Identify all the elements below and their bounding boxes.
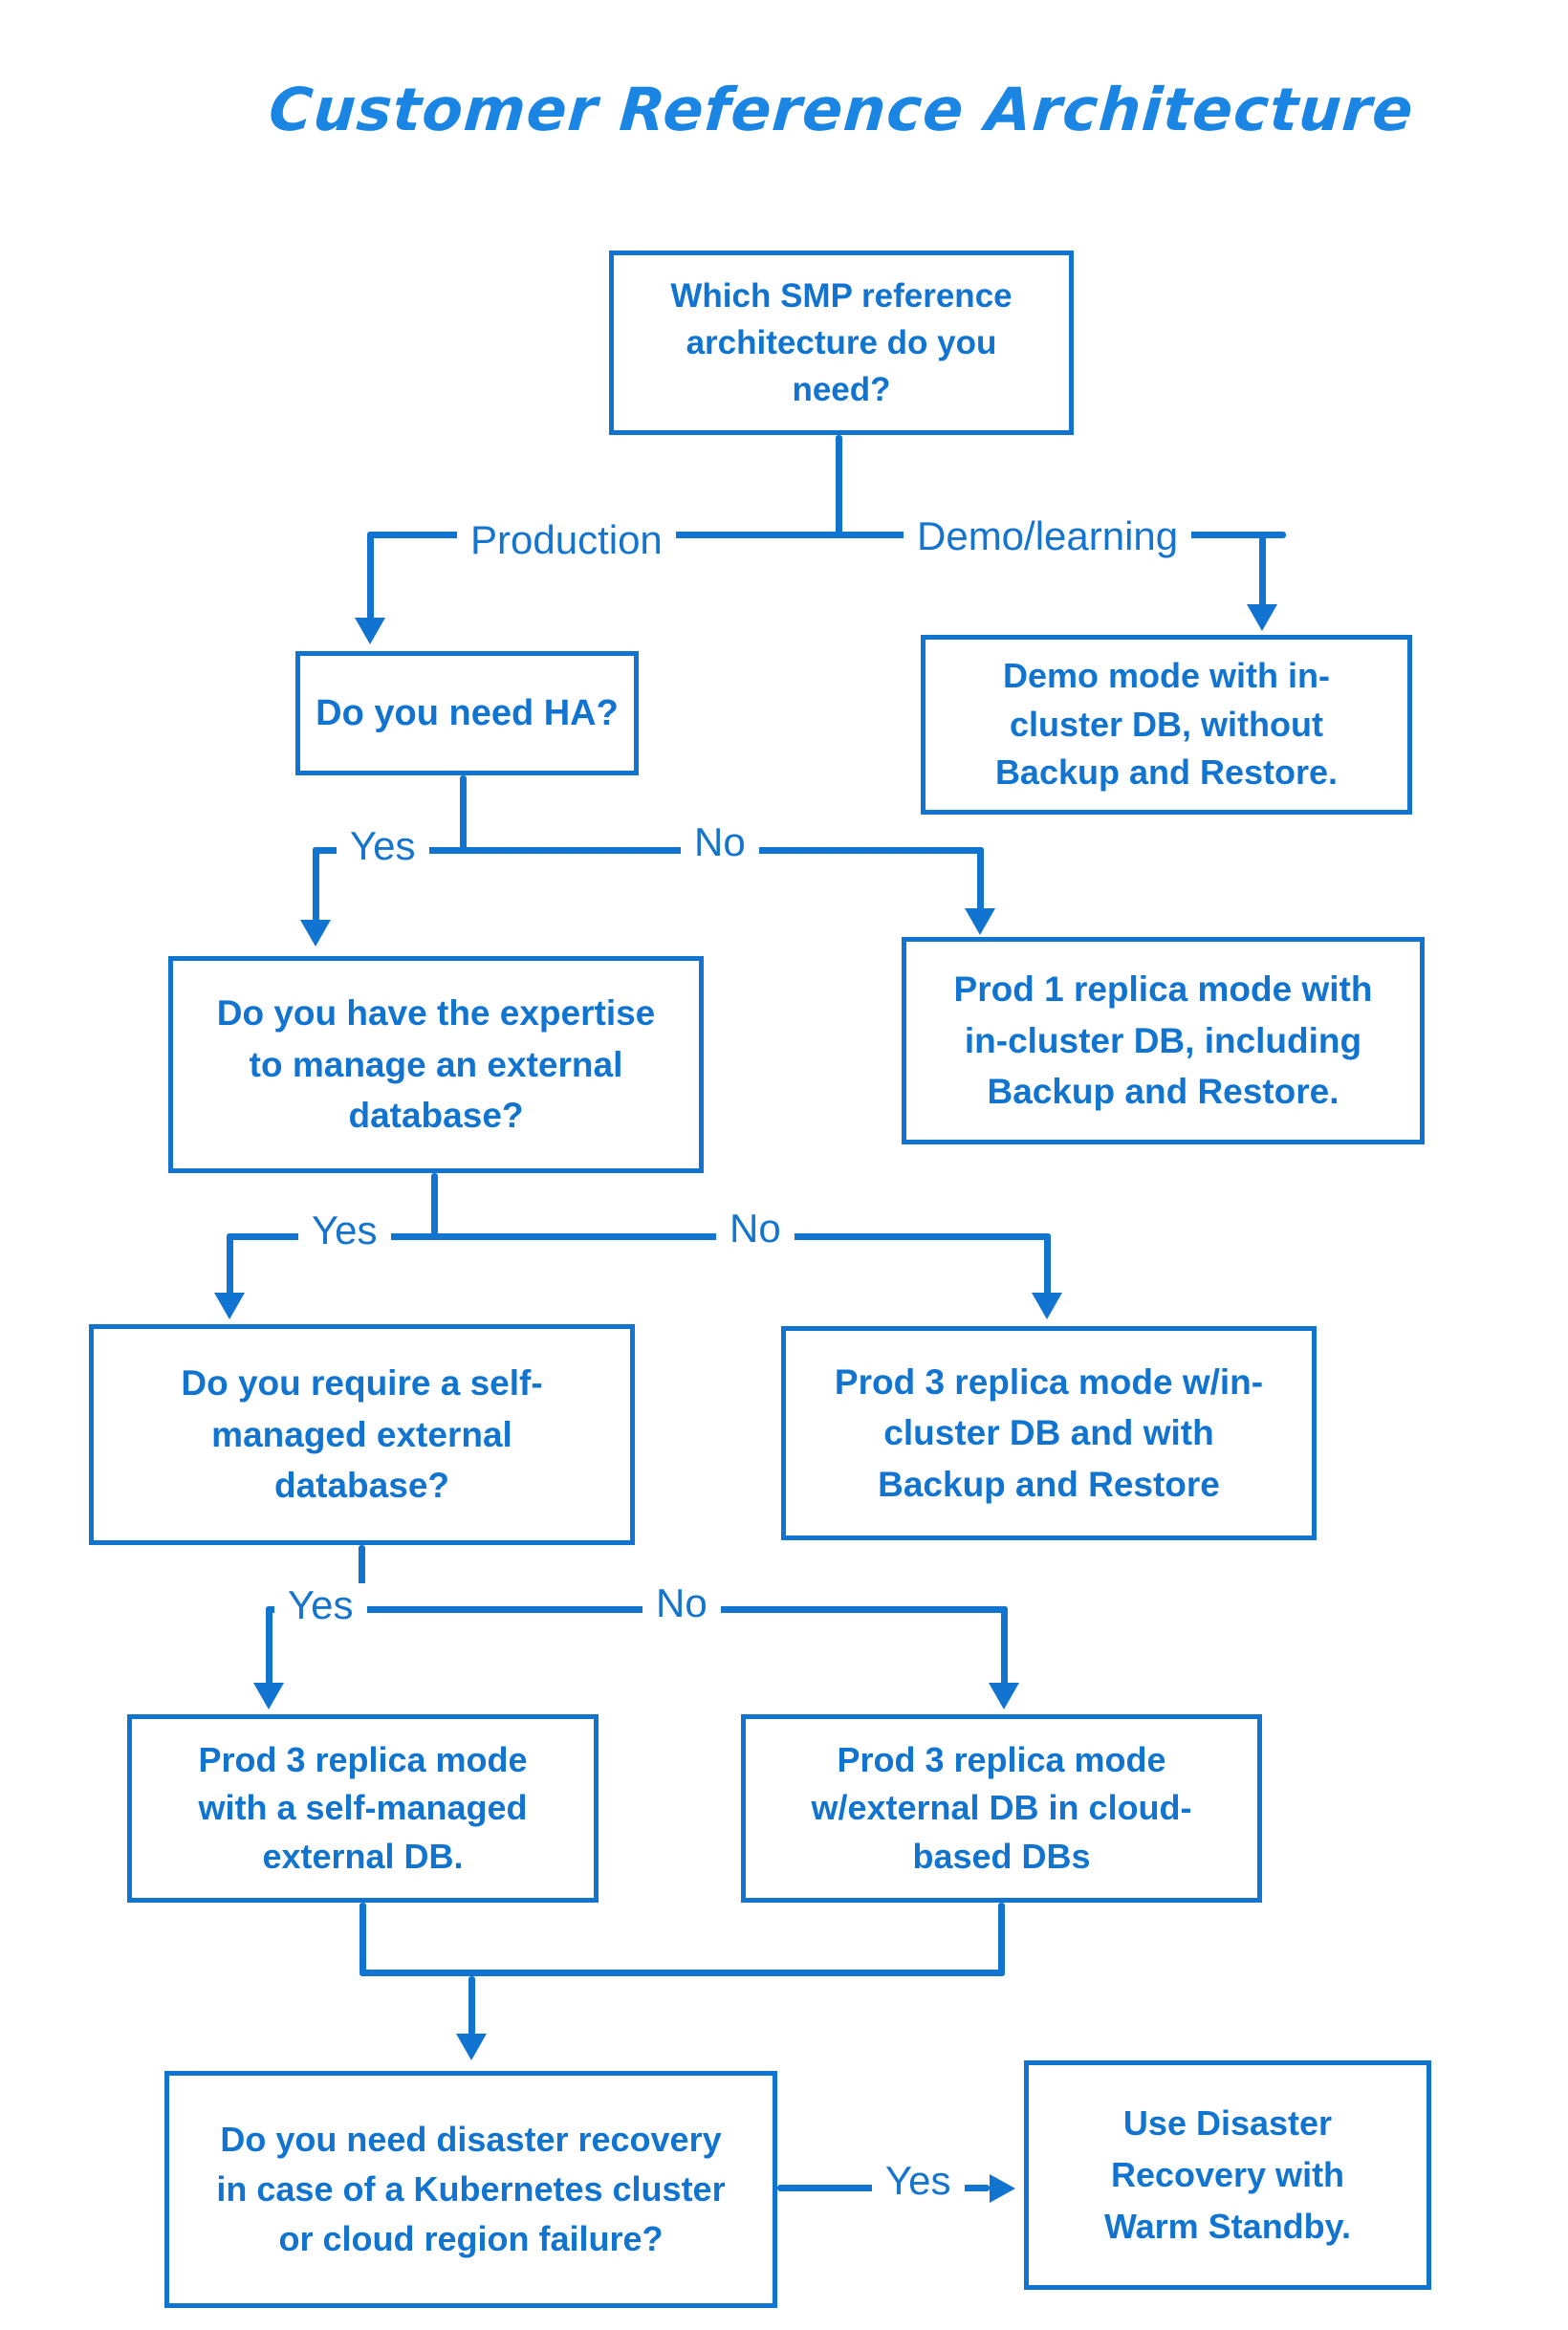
arrow-to-prod1-icon	[965, 908, 995, 935]
branch-label-production: Production	[457, 517, 676, 563]
node-prod1-replica-result-label: Prod 1 replica mode with in-cluster DB, …	[953, 969, 1373, 1112]
node-prod3-incluster-result: Prod 3 replica mode w/in- cluster DB and…	[781, 1326, 1317, 1540]
node-which-smp-architecture: Which SMP reference architecture do you …	[609, 250, 1074, 435]
connector-expertise-no-drop	[1044, 1233, 1051, 1295]
node-self-managed-db-question: Do you require a self- managed external …	[89, 1324, 635, 1545]
node-demo-mode-result-label: Demo mode with in- cluster DB, without B…	[994, 656, 1339, 793]
connector-branch4-horizontal	[266, 1606, 1008, 1613]
arrow-to-ha-icon	[355, 618, 385, 644]
node-external-db-expertise-label: Do you have the expertise to manage an e…	[216, 993, 656, 1136]
connector-root-stem	[836, 435, 842, 536]
connector-prod3-self-stem	[359, 1903, 366, 1976]
node-need-ha-label: Do you need HA?	[316, 692, 619, 733]
arrow-to-expertise-icon	[300, 920, 331, 947]
connector-demo-drop	[1259, 532, 1266, 606]
connector-merge-horizontal	[359, 1970, 1005, 1976]
connector-selfmanaged-stem	[359, 1545, 365, 1608]
node-self-managed-db-question-label: Do you require a self- managed external …	[181, 1363, 543, 1506]
connector-production-drop	[367, 532, 374, 620]
arrow-to-dr-question-icon	[456, 2034, 487, 2060]
connector-expertise-yes-drop	[227, 1233, 233, 1295]
connector-branch1-horizontal	[367, 532, 1286, 538]
connector-selfmanaged-yes-drop	[266, 1606, 272, 1685]
arrow-to-selfmanaged-icon	[214, 1293, 245, 1319]
connector-branch2-horizontal	[313, 847, 984, 854]
connector-prod3-cloud-stem	[998, 1903, 1005, 1976]
branch-label-selfmanaged-no: No	[642, 1580, 721, 1626]
node-need-ha: Do you need HA?	[295, 651, 639, 775]
connector-expertise-stem	[431, 1173, 438, 1235]
connector-ha-yes-drop	[313, 847, 319, 922]
node-prod1-replica-result: Prod 1 replica mode with in-cluster DB, …	[902, 937, 1425, 1144]
branch-label-expertise-yes: Yes	[298, 1208, 391, 1253]
arrow-to-demo-icon	[1247, 604, 1277, 631]
branch-label-ha-yes: Yes	[337, 823, 429, 869]
branch-label-selfmanaged-yes: Yes	[274, 1582, 367, 1628]
node-prod3-selfmanaged-result: Prod 3 replica mode with a self-managed …	[127, 1714, 599, 1903]
arrow-to-warm-standby-icon	[990, 2174, 1015, 2203]
node-which-smp-architecture-label: Which SMP reference architecture do you …	[670, 277, 1013, 408]
branch-label-dr-yes: Yes	[872, 2158, 965, 2204]
node-prod3-cloud-result: Prod 3 replica mode w/external DB in clo…	[741, 1714, 1262, 1903]
connector-merge-drop	[468, 1976, 475, 2036]
arrow-to-prod3-cloud-icon	[989, 1683, 1019, 1709]
node-prod3-incluster-result-label: Prod 3 replica mode w/in- cluster DB and…	[834, 1361, 1264, 1504]
node-prod3-cloud-result-label: Prod 3 replica mode w/external DB in clo…	[811, 1739, 1192, 1876]
connector-branch3-horizontal	[227, 1233, 1051, 1240]
connector-ha-no-drop	[977, 847, 984, 910]
node-warm-standby-result-label: Use Disaster Recovery with Warm Standby.	[1103, 2103, 1352, 2246]
connector-ha-stem	[460, 775, 467, 853]
node-prod3-selfmanaged-result-label: Prod 3 replica mode with a self-managed …	[198, 1739, 528, 1876]
branch-label-demo-learning: Demo/learning	[904, 513, 1192, 559]
node-external-db-expertise: Do you have the expertise to manage an e…	[168, 956, 704, 1173]
branch-label-expertise-no: No	[716, 1206, 795, 1252]
arrow-to-prod3-self-icon	[253, 1683, 284, 1709]
arrow-to-prod3-incluster-icon	[1032, 1293, 1062, 1319]
connector-selfmanaged-no-drop	[1001, 1606, 1008, 1685]
node-disaster-recovery-question: Do you need disaster recovery in case of…	[164, 2071, 777, 2308]
node-warm-standby-result: Use Disaster Recovery with Warm Standby.	[1024, 2060, 1431, 2290]
node-disaster-recovery-question-label: Do you need disaster recovery in case of…	[216, 2119, 726, 2259]
node-demo-mode-result: Demo mode with in- cluster DB, without B…	[921, 635, 1412, 815]
branch-label-ha-no: No	[681, 819, 759, 865]
page-title: Customer Reference Architecture	[266, 75, 1417, 144]
